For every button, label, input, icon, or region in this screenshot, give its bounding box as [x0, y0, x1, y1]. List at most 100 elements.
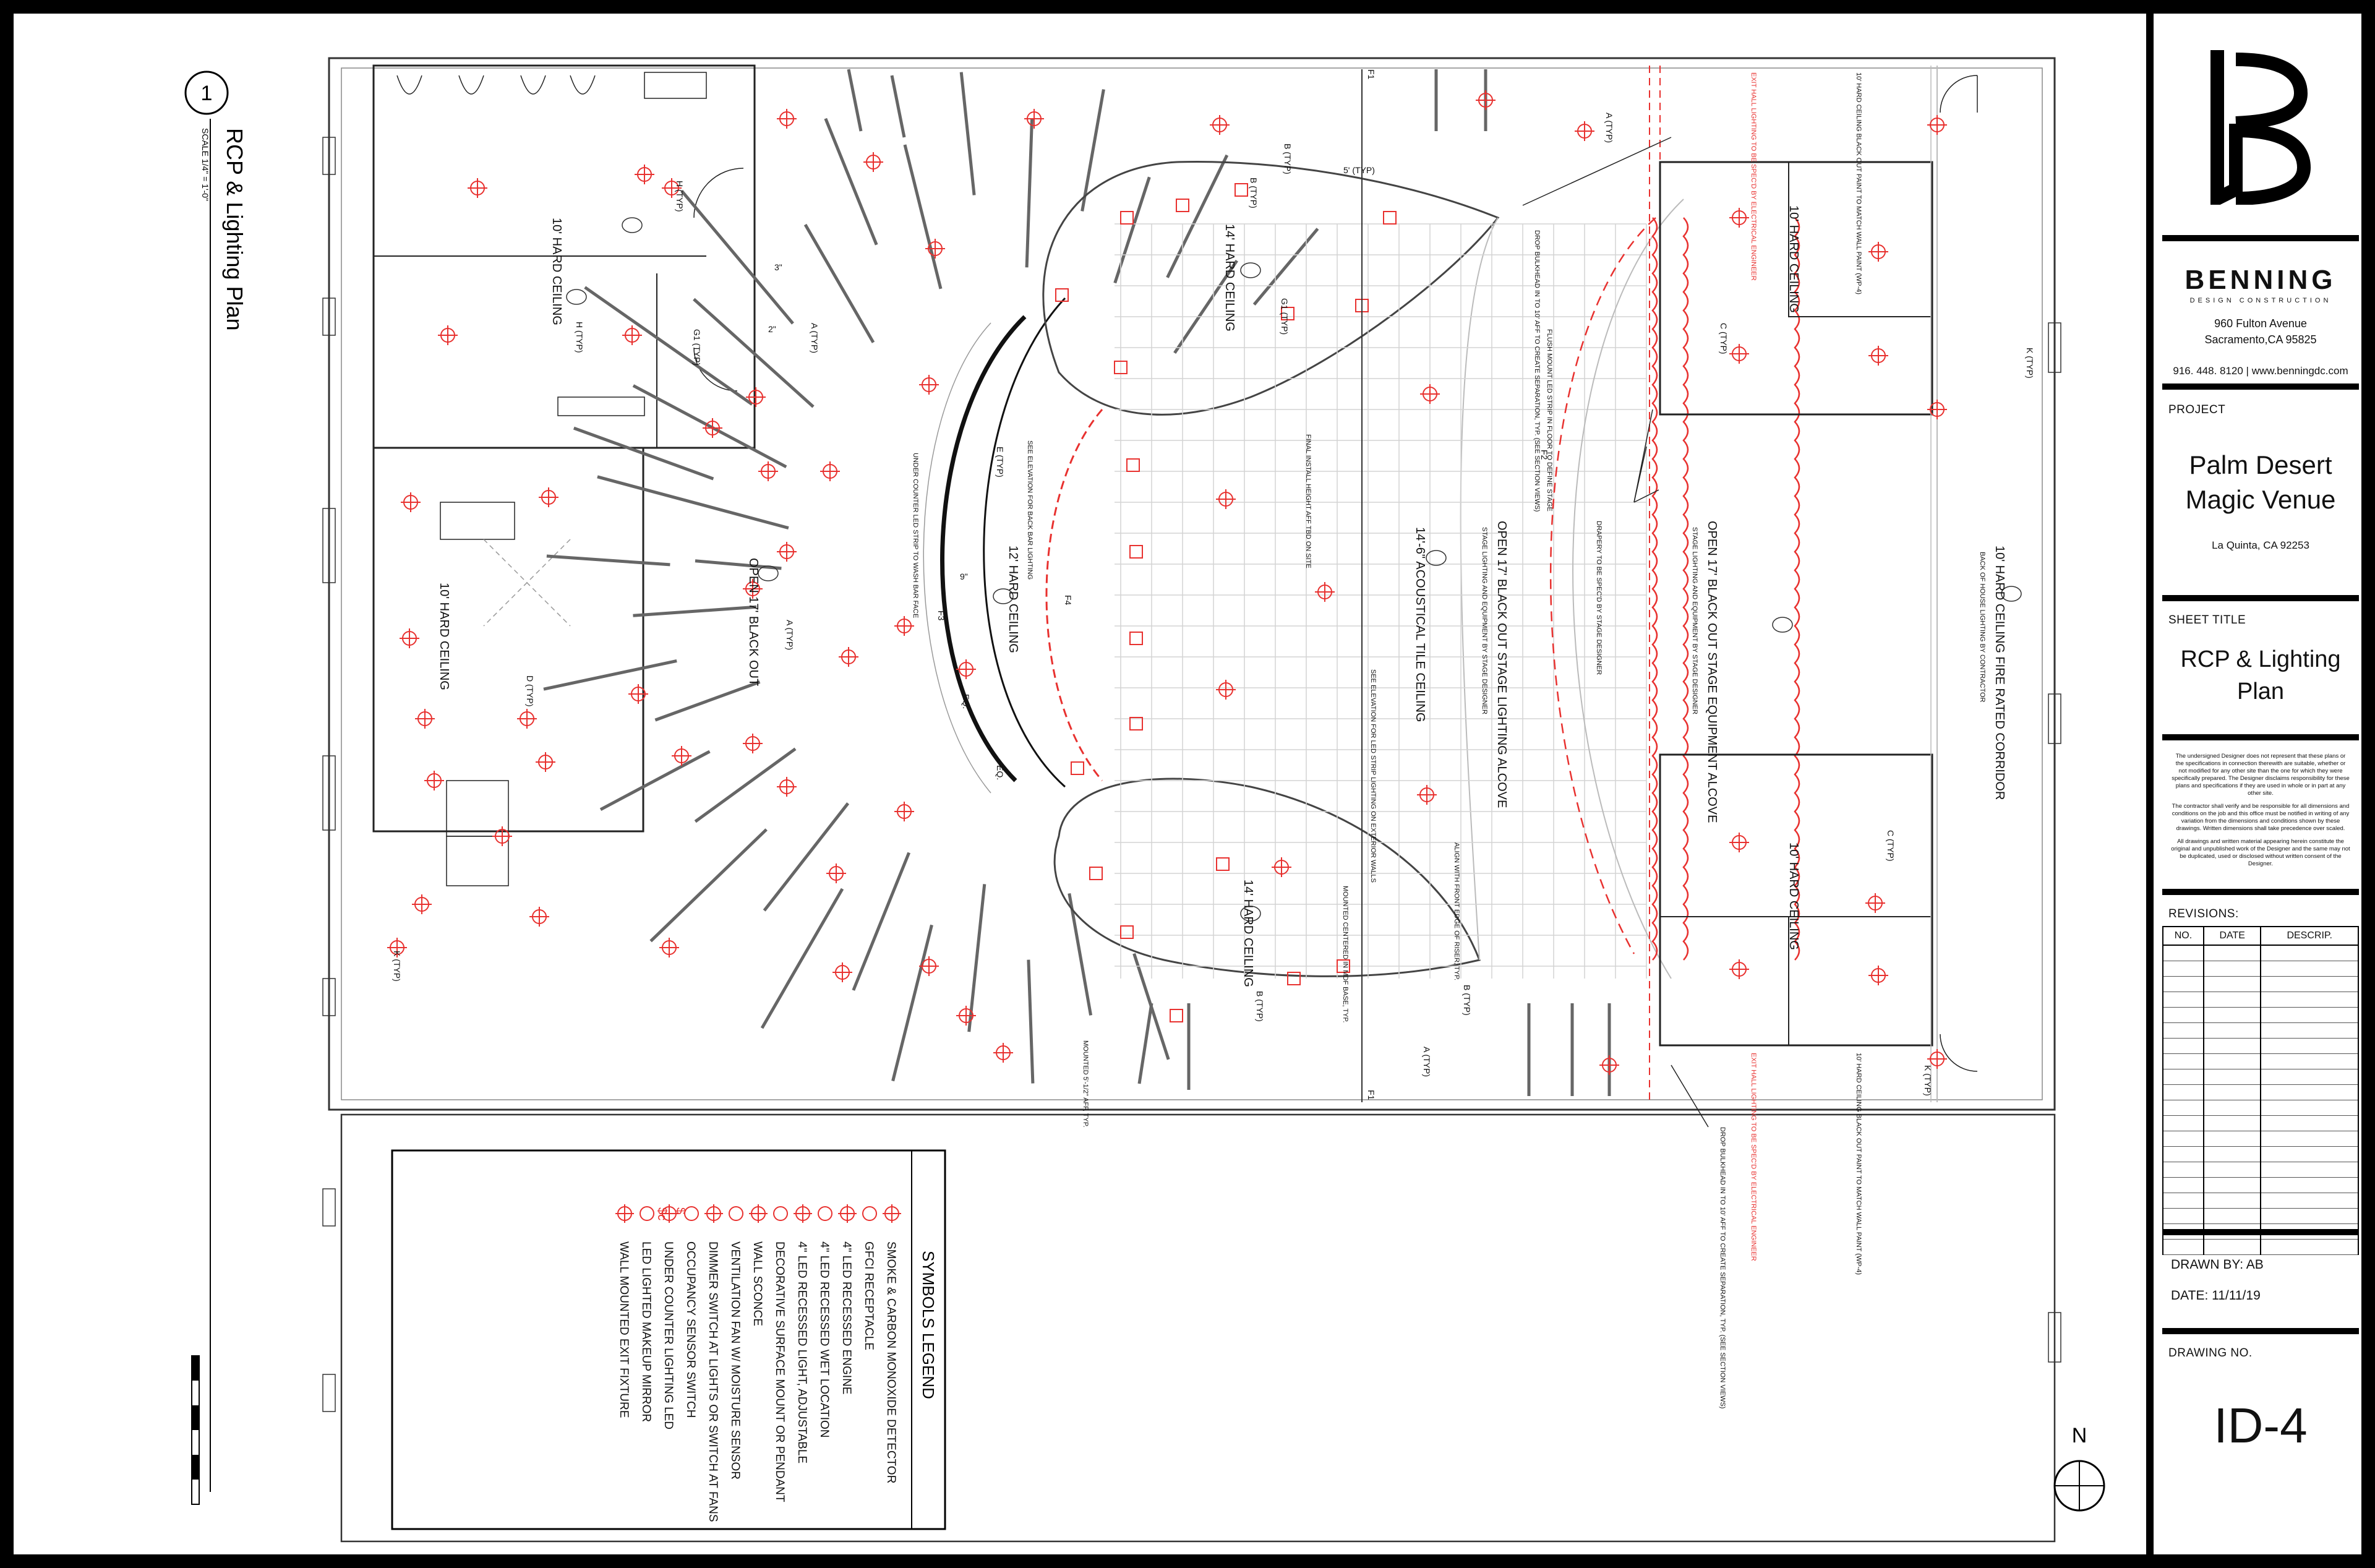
revision-cell [2162, 1208, 2204, 1224]
recessed-light [401, 492, 421, 512]
linear-fixture [597, 475, 789, 530]
note-mounted-aff: MOUNTED 5'-1/2" AFF, TYP. [1082, 1040, 1089, 1128]
legend-item-label: UNDER COUNTER LIGHTING LED [662, 1241, 675, 1429]
linear-fixture [891, 924, 933, 1082]
linear-fixture [903, 144, 943, 289]
label-lower-lobe-ceiling: 14' HARD CEILING [1241, 880, 1255, 987]
revision-cell [2162, 1007, 2204, 1023]
revision-row [2162, 945, 2359, 961]
legend-symbol [838, 1204, 857, 1223]
symbols-legend: SYMBOLS LEGEND SMOKE & CARBON MONOXIDE D… [391, 1149, 946, 1530]
left-restroom-block [372, 64, 756, 449]
recessed-light [1476, 90, 1496, 110]
linear-fixture [633, 605, 757, 617]
recessed-light [1729, 959, 1749, 979]
note-drop-bulkhead-upper: DROP BULKHEAD IN TO 10' AFF TO CREATE SE… [1533, 230, 1541, 512]
revision-cell [2202, 1069, 2262, 1085]
logo-box [2162, 14, 2359, 241]
linear-fixture [824, 118, 878, 246]
revision-row [2162, 1239, 2359, 1255]
firm-address-2: Sacramento,CA 95825 [2204, 333, 2317, 346]
linear-fixture [847, 69, 863, 132]
legend-item-label: LED LIGHTED MAKEUP MIRROR [640, 1241, 653, 1422]
revision-cell [2202, 1115, 2262, 1131]
linear-fixture [890, 75, 906, 138]
linear-fixture [695, 559, 782, 570]
linear-fixture [1166, 154, 1229, 278]
recessed-light [826, 863, 846, 883]
tag-f2: F2 [1539, 450, 1549, 460]
recessed-light [1729, 208, 1749, 228]
square-downlight [1383, 211, 1397, 225]
firm-name: BENNING [2185, 265, 2337, 295]
legend-symbol [818, 1206, 832, 1221]
legend-symbol [640, 1206, 654, 1221]
revision-cell [2162, 1177, 2204, 1193]
revision-cell [2162, 976, 2204, 992]
revision-cell [2260, 992, 2359, 1008]
view-number-bubble [184, 71, 229, 115]
recessed-light [863, 152, 883, 172]
tag-e: E (TYP) [995, 447, 1005, 478]
revision-cell [2260, 1084, 2359, 1100]
legend-switch-symbol: $ [674, 1207, 687, 1214]
drapery-lines [1651, 217, 1800, 961]
revision-row [2162, 1162, 2359, 1178]
recessed-light [703, 418, 722, 438]
linear-fixture [1068, 893, 1093, 1016]
building-outline [328, 57, 2056, 1111]
label-fire-corridor: 10' HARD CEILING FIRE RATED CORRIDOR [1993, 546, 2006, 800]
legend-title: SYMBOLS LEGEND [919, 1251, 938, 1399]
revision-cell [2260, 1053, 2359, 1069]
tag-dim-9: 9" [960, 572, 968, 581]
revision-cell [2202, 1053, 2262, 1069]
square-downlight [1176, 199, 1189, 212]
recessed-light [659, 938, 679, 958]
revision-cell [2260, 1038, 2359, 1054]
recessed-light [777, 777, 797, 797]
north-arrow: N [2053, 1424, 2105, 1512]
recessed-light [1315, 582, 1335, 602]
square-downlight [1129, 545, 1143, 559]
revision-cell [2202, 1193, 2262, 1209]
revision-cell [2202, 1223, 2262, 1240]
recessed-light [925, 239, 945, 259]
label-equipment-alcove: OPEN 17' BLACK OUT STAGE EQUIPMENT ALCOV… [1705, 521, 1719, 823]
recessed-light [672, 746, 691, 766]
revision-cell [2162, 1223, 2204, 1240]
legend-item-label: VENTILATION FAN W/ MOISTURE SENSOR [729, 1241, 742, 1480]
revision-cell [2162, 1193, 2204, 1209]
revision-cell [2202, 1007, 2262, 1023]
legend-symbol [684, 1206, 699, 1221]
ceiling-tag-bubbles [566, 217, 2022, 922]
revision-cell [2202, 992, 2262, 1008]
tag-f1-bottom: F1 [1366, 1090, 1376, 1100]
recessed-light [743, 579, 763, 599]
label-left-restroom-ceiling: 10' HARD CEILING [550, 218, 563, 325]
tag-g1-1: G1 (TYP) [692, 329, 702, 366]
linear-fixture [967, 884, 986, 1032]
linear-fixture [573, 426, 714, 481]
revision-cell [2162, 1115, 2204, 1131]
square-downlight [1337, 959, 1350, 973]
recessed-light [529, 907, 549, 927]
linear-fixture [1025, 119, 1033, 268]
recessed-light [492, 826, 512, 846]
revision-cell [2260, 961, 2359, 977]
drapery-line [1794, 217, 1800, 961]
label-stage-alcove-note: STAGE LIGHTING AND EQUIPMENT BY STAGE DE… [1481, 527, 1488, 714]
note-drapery: DRAPERY TO BE SPEC'D BY STAGE DESIGNER [1595, 521, 1603, 675]
recessed-light [1575, 121, 1594, 141]
legend-symbol [794, 1204, 812, 1223]
revision-cell [2162, 1053, 2204, 1069]
revision-cell [2202, 945, 2262, 961]
revision-cell [2162, 1069, 2204, 1085]
firm-address-1: 960 Fulton Avenue [2214, 317, 2307, 330]
legend-symbol [615, 1204, 634, 1223]
recessed-light [1729, 833, 1749, 852]
recessed-light [468, 178, 487, 198]
revision-row [2162, 1038, 2359, 1054]
revision-cell [2260, 1007, 2359, 1023]
recessed-light [1417, 785, 1437, 805]
linear-fixture [694, 747, 797, 823]
